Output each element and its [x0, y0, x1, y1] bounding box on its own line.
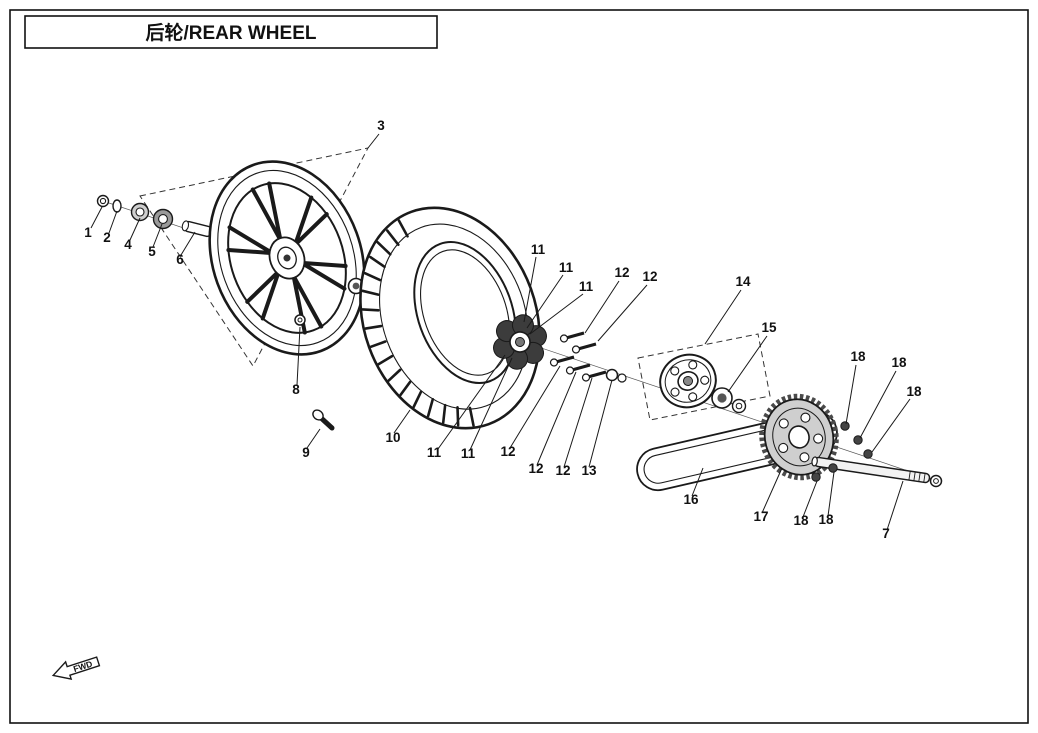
- callout-label: 12: [614, 265, 629, 280]
- callout-label: 12: [528, 461, 543, 476]
- callout-label: 18: [906, 384, 922, 399]
- callout-label: 12: [642, 269, 657, 284]
- part-14-dashed-outline: [637, 333, 771, 421]
- tire-tread-marks: [361, 219, 475, 427]
- part-9-valve-stem: [312, 409, 335, 431]
- callout-label: 10: [385, 430, 400, 445]
- callout-label: 3: [377, 118, 385, 133]
- part-12-bolts: [549, 331, 607, 382]
- callout-label: 6: [176, 252, 184, 267]
- callout-label: 18: [850, 349, 866, 364]
- callout-label: 11: [559, 260, 574, 275]
- part-4-seal: [130, 202, 150, 222]
- callout-label: 2: [103, 230, 111, 245]
- callout-label: 4: [124, 237, 132, 252]
- callout-label: 14: [735, 274, 751, 289]
- part-14-sprocket-carrier: [659, 353, 717, 409]
- title-box: [24, 15, 438, 49]
- wheel-rim: [208, 160, 366, 356]
- callout-label: 12: [500, 444, 515, 459]
- part-3-assembly-dashed-outline: [139, 147, 369, 367]
- part-11-cush-drive-hub: [493, 314, 547, 370]
- part-6-spacer: [181, 220, 212, 238]
- callout-label: 11: [579, 279, 594, 294]
- callout-label: 5: [148, 244, 156, 259]
- part-2-washer: [112, 199, 122, 213]
- callout-label: 1: [84, 225, 92, 240]
- part-10-tire: [359, 206, 541, 430]
- part-8-bolt: [294, 314, 306, 326]
- callout-label: 11: [427, 445, 442, 460]
- callout-label: 13: [581, 463, 597, 478]
- callouts: 1 2 4 5 6 3 8 9 10 11 11 11 12 12 11 11 …: [84, 118, 922, 541]
- callout-label: 7: [882, 526, 890, 541]
- part-5-washer: [152, 208, 174, 230]
- callout-label: 11: [531, 242, 546, 257]
- callout-label: 18: [891, 355, 907, 370]
- fwd-arrow-icon: [51, 656, 101, 680]
- callout-label: 16: [683, 492, 699, 507]
- callout-label: 18: [818, 512, 834, 527]
- part-7-axle-nut: [929, 474, 943, 488]
- part-1-nut: [96, 194, 110, 208]
- callout-label: 17: [753, 509, 768, 524]
- callout-label: 8: [292, 382, 300, 397]
- callout-leader-lines: [90, 133, 911, 531]
- part-17-sprocket: [759, 393, 839, 481]
- fwd-marker: FWD: [51, 656, 101, 680]
- wheel-spokes: [226, 181, 348, 335]
- page-title: 后轮/REAR WHEEL: [145, 21, 316, 44]
- page-border: [9, 9, 1029, 724]
- callout-label: 11: [461, 446, 476, 461]
- callout-label: 18: [793, 513, 809, 528]
- callout-label: 12: [555, 463, 570, 478]
- callout-label: 9: [302, 445, 310, 460]
- part-13-nut: [605, 368, 627, 383]
- part-7-axle: [811, 456, 931, 484]
- callout-label: 15: [761, 320, 777, 335]
- part-15-bearing: [711, 387, 747, 414]
- title-block: 后轮/REAR WHEEL: [24, 15, 438, 49]
